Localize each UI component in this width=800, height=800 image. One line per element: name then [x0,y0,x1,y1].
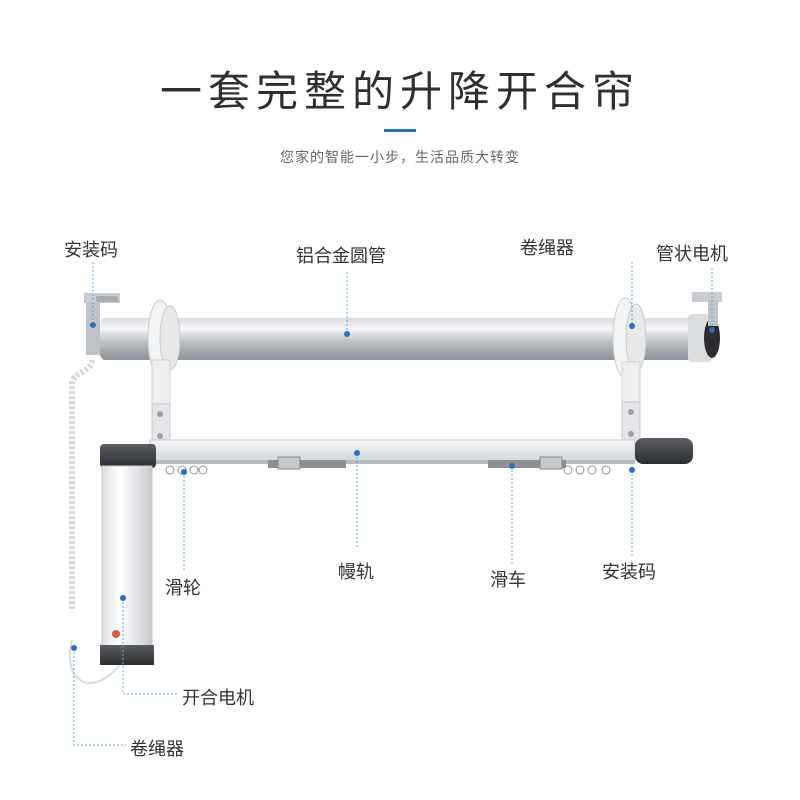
label-slider: 滑车 [490,570,526,591]
label-opening-motor: 开合电机 [182,688,254,709]
right-hanger [621,401,641,449]
coiled-cable [69,359,95,610]
title-underline [384,129,416,132]
right-slider [488,456,566,470]
label-pulley: 滑轮 [165,578,201,599]
label-mount-code-left: 安装码 [64,240,118,261]
left-slider [268,456,346,470]
leader-dots [71,322,715,651]
label-mount-code-right: 安装码 [602,562,656,583]
rail-end-cap [635,438,693,464]
label-curtain-rail: 幔轨 [338,562,374,583]
opening-motor [100,444,156,665]
right-pulleys [563,465,611,475]
page-title: 一套完整的升降开合帘 [159,67,640,116]
tubular-motor [688,292,722,362]
label-aluminum-tube: 铝合金圆管 [296,246,386,267]
label-rope-reel-top: 卷绳器 [520,238,574,259]
left-mount-bracket [84,293,120,355]
page-subtitle: 您家的智能一小步，生活品质大转变 [280,150,520,166]
right-rope-reel [612,297,647,411]
leader-lines [73,262,713,746]
label-rope-reel-bottom: 卷绳器 [130,739,184,760]
aluminum-tube [100,318,700,360]
label-tubular-motor: 管状电机 [656,244,728,265]
left-rope-reel [147,299,181,409]
